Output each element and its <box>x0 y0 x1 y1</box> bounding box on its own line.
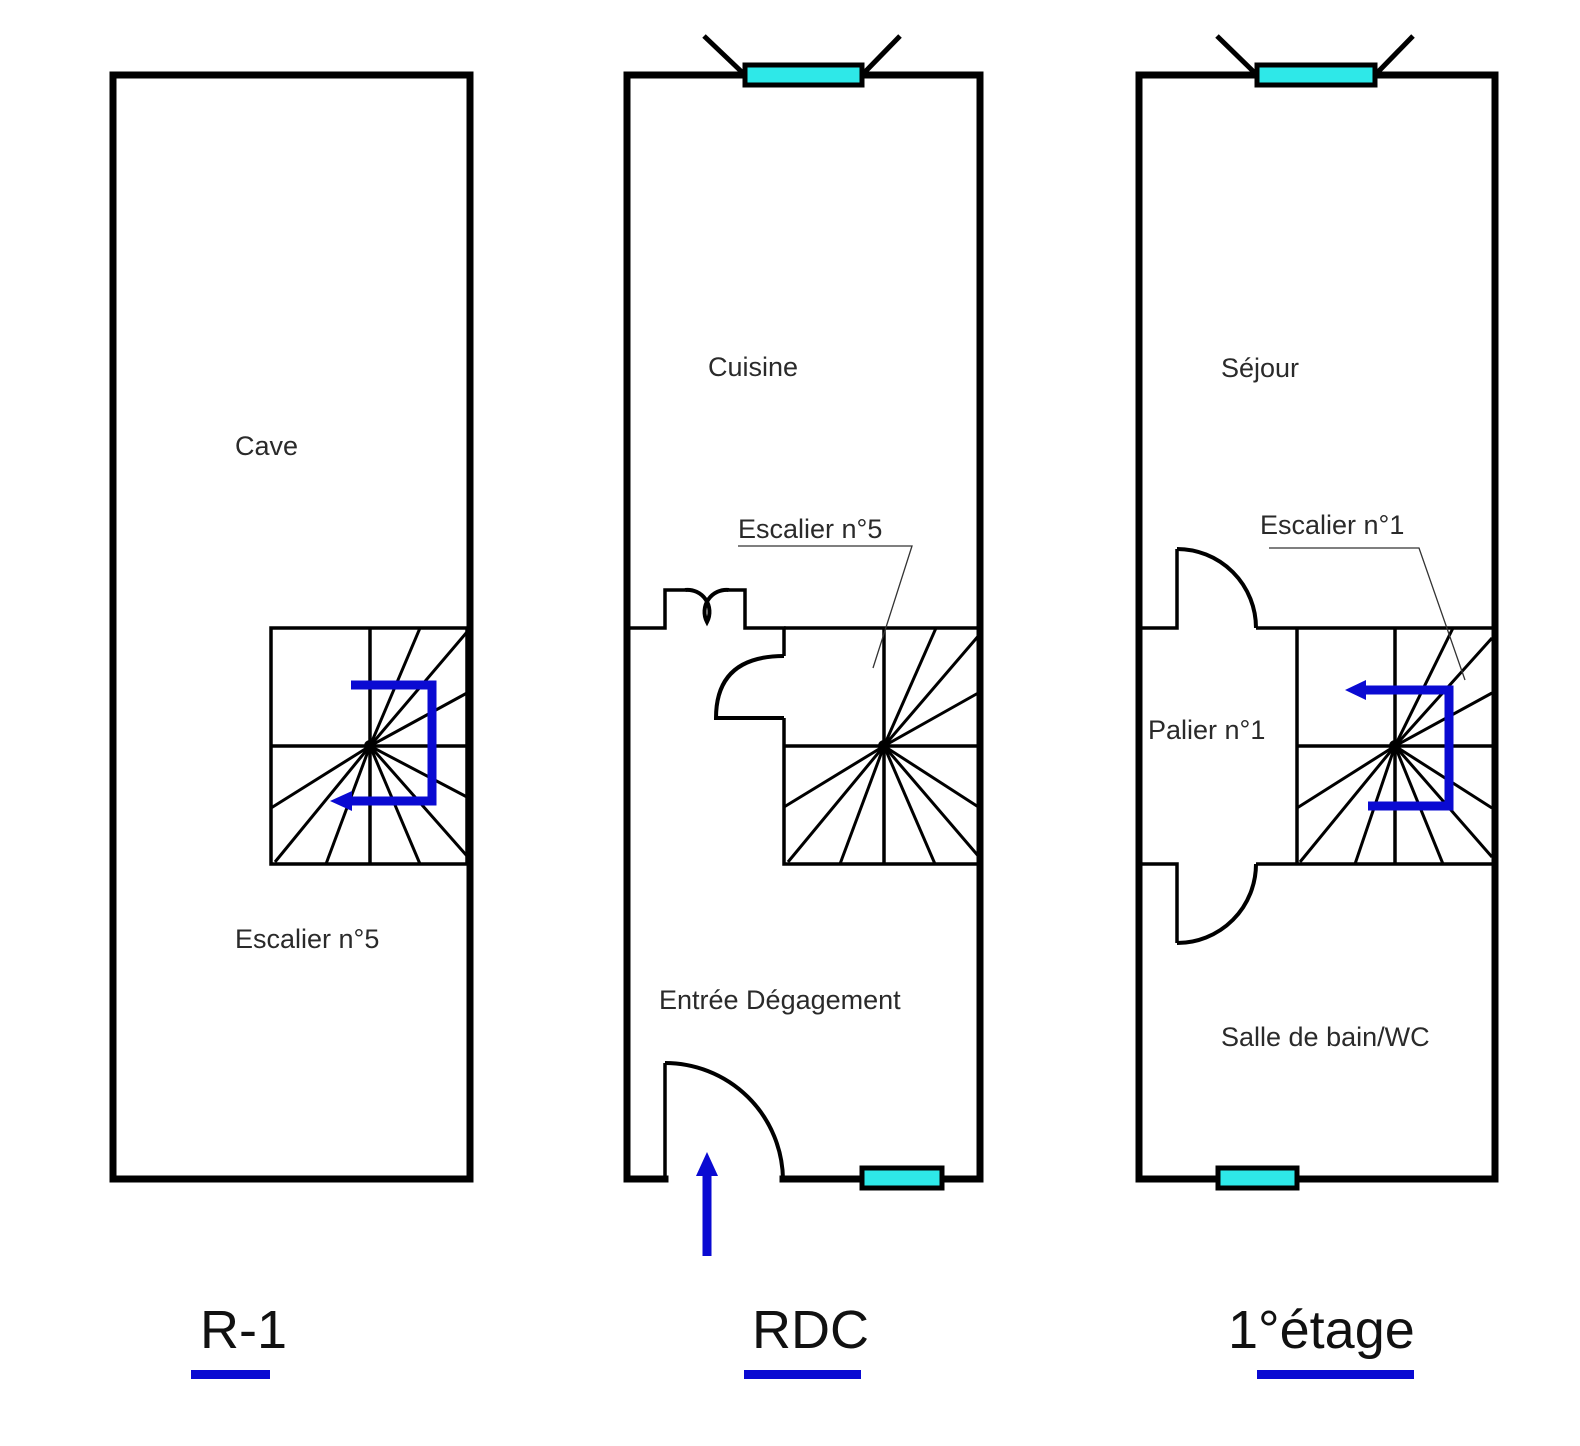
rdc-window-top <box>702 34 902 88</box>
rdc-stair-leader-line <box>738 545 913 669</box>
room-label-salle-de-bain-wc: Salle de bain/WC <box>1221 1022 1430 1052</box>
floor-etage-1: Séjour Escalier n°1 Palier n°1 Salle de … <box>1135 34 1499 1379</box>
room-label-entree-degagement: Entrée Dégagement <box>659 985 901 1015</box>
room-label-escalier-5-rdc: Escalier n°5 <box>738 514 882 544</box>
floor-underline-etage-1 <box>1257 1370 1414 1379</box>
room-label-cave: Cave <box>235 431 298 461</box>
floor-label-etage-1: 1°étage <box>1228 1300 1415 1360</box>
etage-1-staircase <box>1296 627 1495 865</box>
floor-label-r-1: R-1 <box>200 1300 287 1360</box>
floor-underline-r-1 <box>191 1370 270 1379</box>
etage-1-window-top <box>1215 34 1415 88</box>
room-label-escalier-5: Escalier n°5 <box>235 924 379 954</box>
room-label-sejour: Séjour <box>1221 353 1299 383</box>
room-label-escalier-1: Escalier n°1 <box>1260 510 1404 540</box>
rdc-partition <box>627 587 980 866</box>
rdc-stair-treads <box>783 627 982 865</box>
r-1-stair-center <box>364 740 376 752</box>
rdc-entry-arrow <box>696 1152 718 1256</box>
etage-1-window-bottom <box>1215 1165 1300 1191</box>
rdc-window-bottom <box>859 1165 945 1191</box>
room-label-palier-1: Palier n°1 <box>1148 715 1265 745</box>
r-1-outer-walls <box>109 71 474 1183</box>
floor-label-rdc: RDC <box>752 1300 869 1360</box>
floor-rdc: Cuisine Escalier n°5 Entrée Dégagement R… <box>623 34 984 1379</box>
rdc-entry-door <box>663 1061 785 1180</box>
floor-r-1: Cave Escalier n°5 R-1 <box>109 71 474 1379</box>
rdc-staircase <box>783 627 982 865</box>
etage-1-stair-leader-line <box>1269 547 1466 681</box>
r-1-direction-arrow <box>330 680 437 811</box>
room-label-cuisine: Cuisine <box>708 352 798 382</box>
etage-1-direction-arrow <box>1345 680 1454 811</box>
r-1-staircase <box>269 626 469 866</box>
floor-underline-rdc <box>744 1370 861 1379</box>
